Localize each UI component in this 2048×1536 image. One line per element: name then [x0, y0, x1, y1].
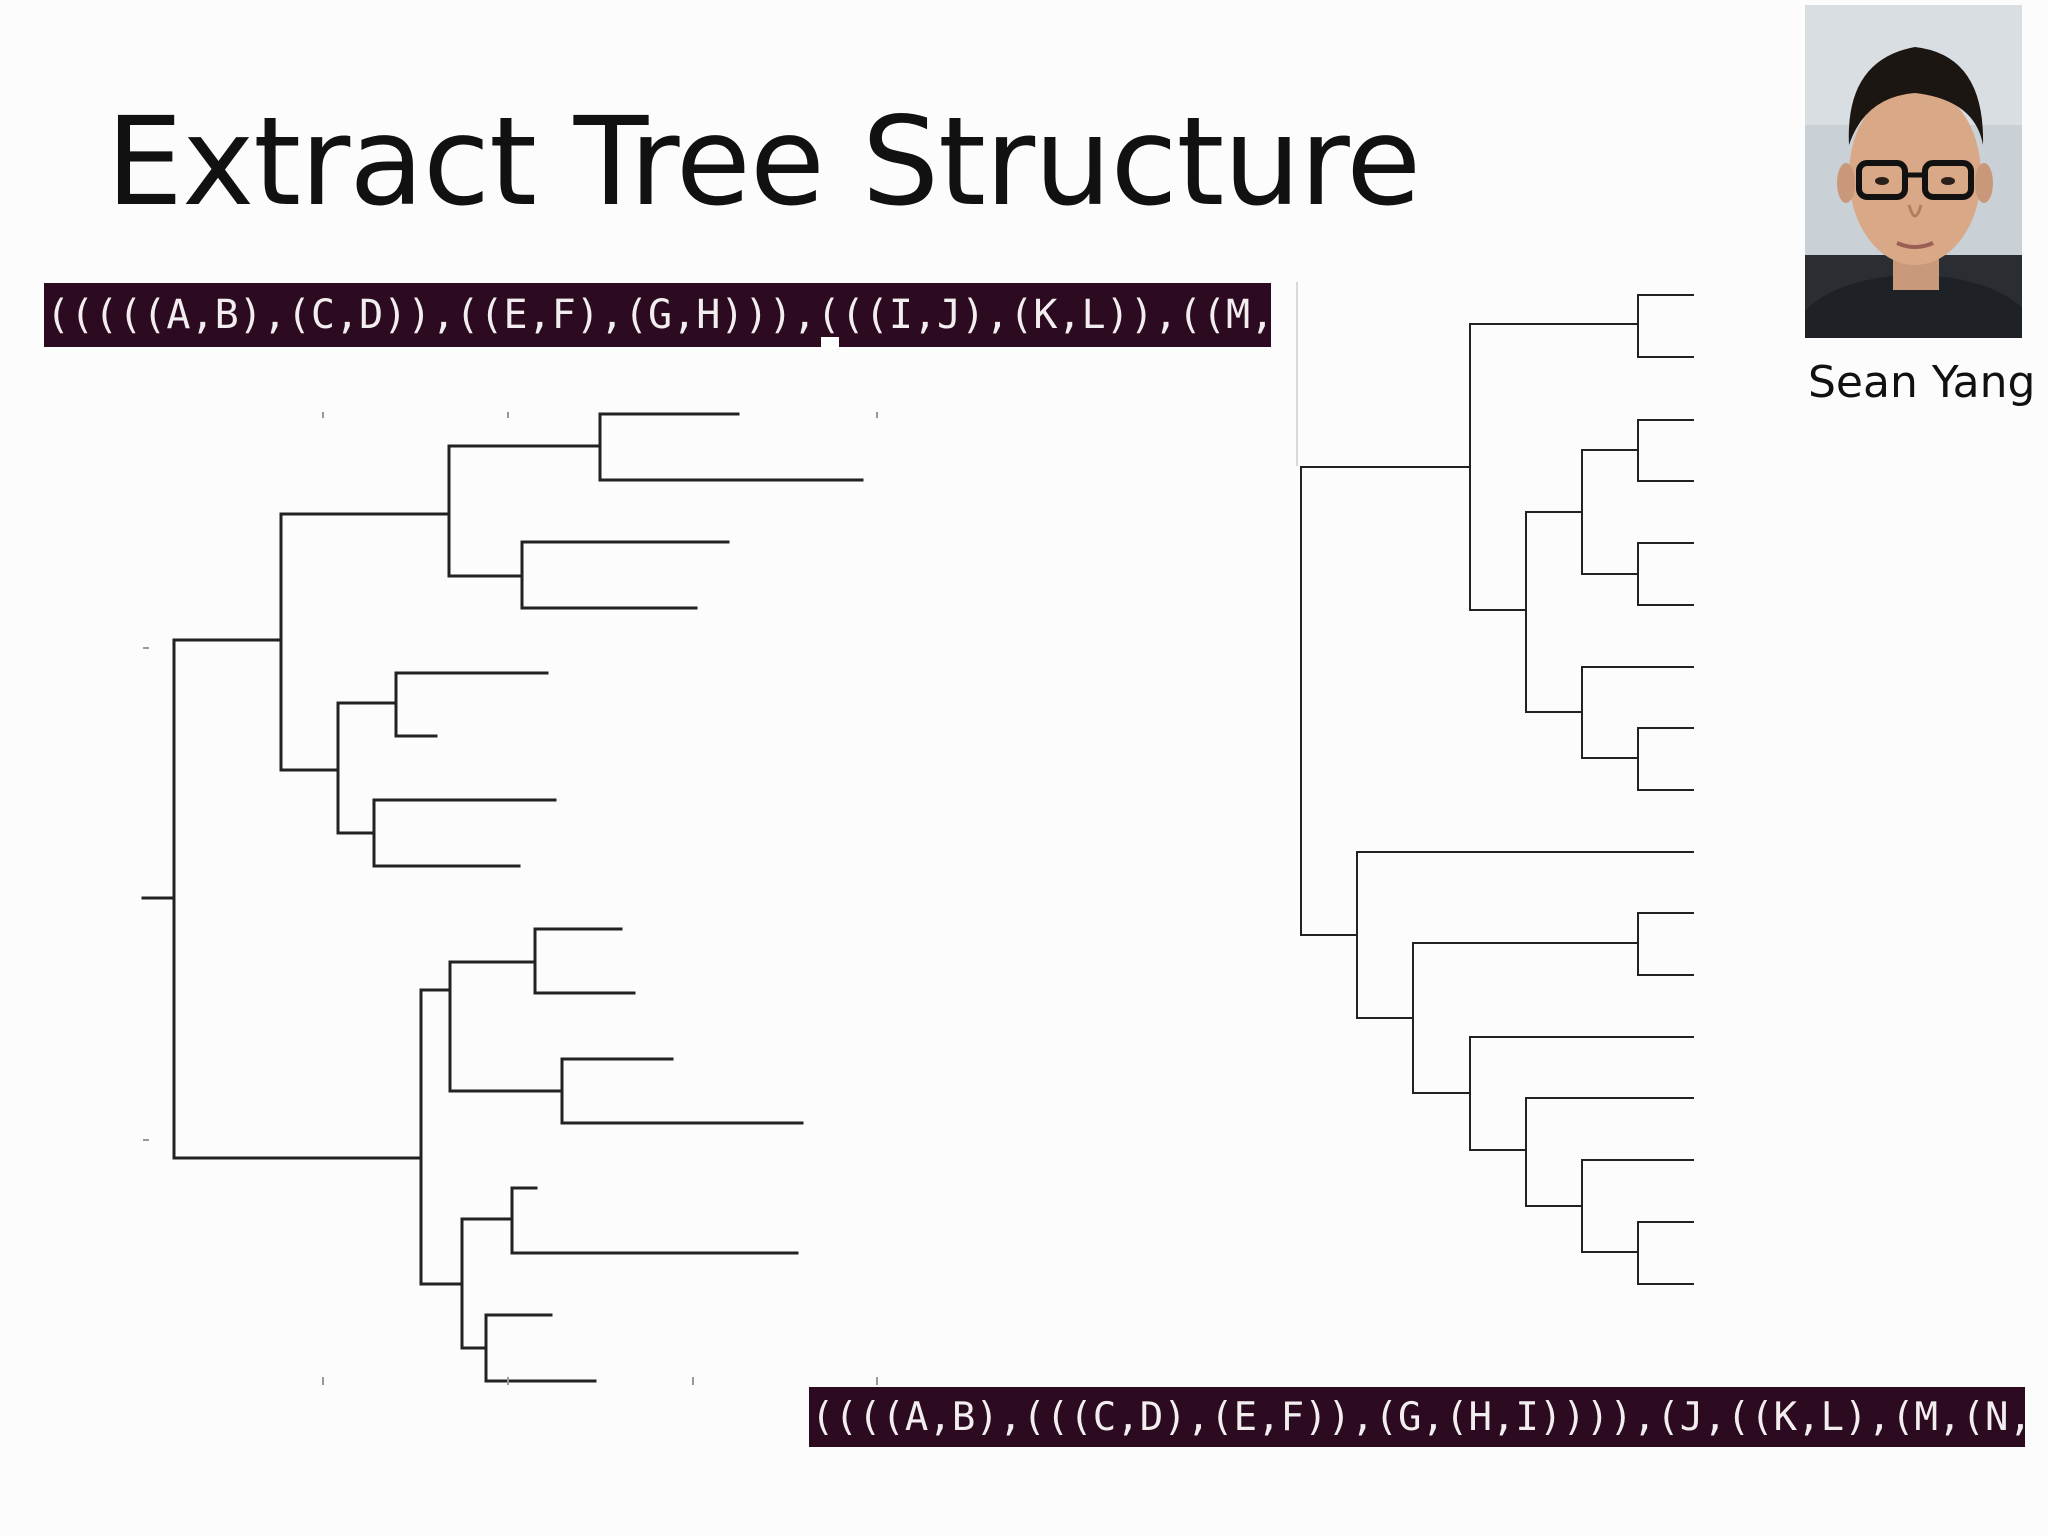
portrait-icon [1805, 5, 2022, 338]
newick-string-top: (((((A,B),(C,D)),((E,F),(G,H))),(((I,J),… [44, 283, 1271, 347]
slide-title: Extract Tree Structure [106, 91, 1421, 233]
newick-text-top: (((((A,B),(C,D)),((E,F),(G,H))),(((I,J),… [46, 292, 1271, 338]
text-cursor-marker [821, 337, 839, 349]
presenter-name: Sean Yang [1808, 357, 2036, 408]
newick-string-bottom: ((((A,B),(((C,D),(E,F)),(G,(H,I)))),(J,(… [809, 1387, 2025, 1447]
presenter-photo [1805, 5, 2022, 338]
separator-line [1296, 282, 1298, 466]
newick-text-bottom: ((((A,B),(((C,D),(E,F)),(G,(H,I)))),(J,(… [811, 1394, 2025, 1440]
